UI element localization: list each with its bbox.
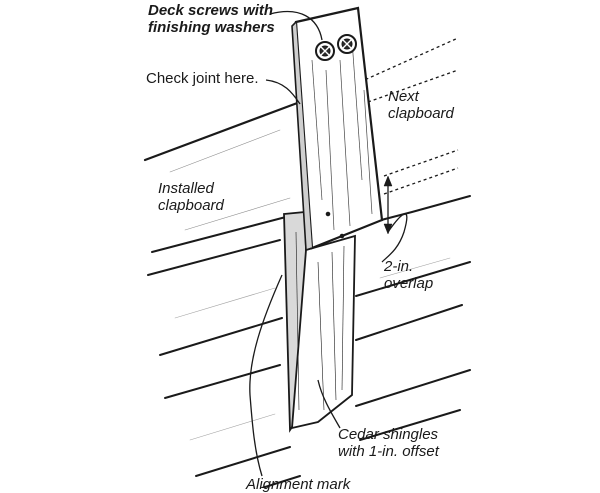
label-cedar-shingles: Cedar shingles with 1-in. offset (338, 426, 439, 460)
cedar-shingle-front (291, 234, 356, 430)
clapboard-course-3 (159, 317, 283, 356)
clapboard-top-butt (151, 211, 306, 253)
gauge-board (291, 6, 384, 252)
clapboard-top-edge (143, 100, 302, 162)
cedar-shingle-shims (283, 211, 356, 433)
gauge-board-edge (291, 21, 313, 252)
label-check-joint: Check joint here. (146, 70, 259, 87)
installed-clapboards (143, 100, 471, 488)
clapboard-course-2 (147, 239, 281, 276)
overlap-dimension-arrow (383, 175, 393, 235)
clapboard-course-4 (164, 364, 281, 399)
label-installed-clapboard: Installed clapboard (158, 180, 224, 214)
label-deck-screws: Deck screws with finishing washers (148, 2, 275, 36)
label-next-clapboard: Next clapboard (388, 88, 454, 122)
label-alignment-mark: Alignment mark (246, 476, 351, 493)
clapboard-course-4-right (355, 304, 463, 341)
clapboard-course-5 (195, 446, 291, 477)
next-clapboard-outline (359, 37, 459, 195)
leader-alignment-mark (249, 274, 283, 477)
label-overlap: 2-in. overlap (384, 258, 434, 292)
leader-deck-screws (269, 10, 323, 41)
leader-cedar-shingles (317, 379, 341, 429)
leader-lines (249, 10, 408, 477)
clapboard-course-5-right (355, 369, 471, 407)
deck-screw-icon (315, 34, 357, 61)
leader-check-joint (265, 79, 301, 105)
clapboard-course-6-right (359, 409, 461, 441)
clapboard-course-3-right (355, 261, 471, 297)
leader-overlap (381, 213, 408, 263)
clapboard-course-6 (261, 475, 301, 488)
